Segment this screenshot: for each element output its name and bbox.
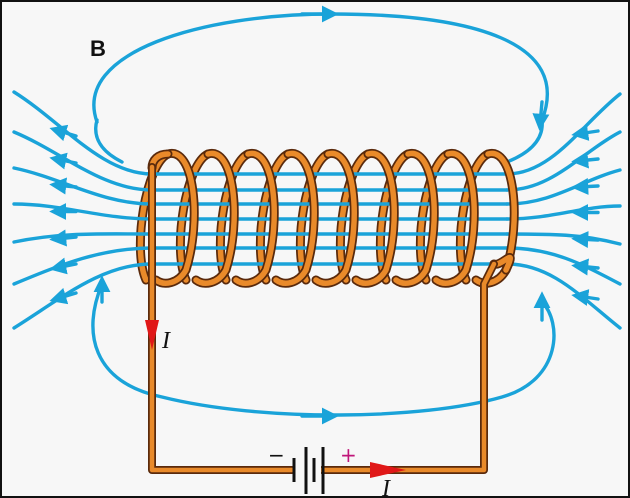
field-loop-top-right-end [505, 118, 544, 164]
current-arrow-bottom [370, 462, 406, 478]
field-arrow-left [49, 257, 78, 275]
current-arrow-left [145, 320, 159, 350]
battery-positive-sign: + [340, 443, 357, 467]
coil-front-strand-core [153, 150, 197, 286]
current-label-bottom: I [381, 476, 391, 498]
coil-front-strand-core [353, 150, 397, 286]
field-line-left-fan [12, 166, 154, 206]
coil-back-strand-core [137, 151, 171, 283]
panel-label: B [90, 36, 106, 61]
current-label-left: I [161, 328, 171, 354]
coil-front-strand-core [313, 150, 357, 286]
coil-front-strand-core [393, 150, 437, 286]
field-line-left-fan [12, 232, 154, 244]
field-arrow-left [49, 229, 78, 247]
field-arrow-right [571, 289, 600, 306]
battery [292, 447, 325, 494]
coil-front-strand-core [233, 150, 277, 286]
field-arrow-left [49, 287, 78, 305]
field-arrow-left [49, 152, 78, 170]
field-line-left-fan [12, 202, 154, 221]
field-arrow-right [571, 258, 600, 276]
field-arrow-right [571, 124, 600, 141]
field-line-right-fan [505, 92, 622, 176]
field-arrow-left [49, 124, 78, 142]
field-line-left-fan [12, 262, 154, 330]
wire-outline [148, 163, 498, 474]
field-loop-top [92, 12, 549, 124]
field-arrow-left [49, 177, 78, 195]
field-loop-top-left-end [94, 118, 124, 164]
field-arrow-right [571, 231, 600, 248]
field-line-right-fan [505, 204, 622, 221]
field-line-left-fan [12, 90, 154, 176]
field-line-left-fan [12, 246, 154, 286]
battery-negative-sign: − [268, 443, 285, 467]
field-line-left-fan [12, 130, 154, 192]
coil-front-strand-core [193, 150, 237, 286]
field-arrow-right [571, 178, 600, 195]
wire-core [149, 164, 497, 473]
coil-front-strand-core [273, 150, 317, 286]
field-line-right-fan [505, 246, 622, 286]
field-line-right-fan [505, 232, 622, 246]
coil-front-strands [147, 149, 519, 288]
field-line-right-fan [505, 130, 622, 192]
field-line-right-fan [505, 168, 622, 206]
coil-front-strand-core [433, 150, 477, 286]
field-line-right-fan [505, 262, 622, 330]
circuit-wire [148, 163, 498, 474]
magnetic-field-lines [12, 5, 622, 425]
field-arrow-right [571, 151, 600, 169]
